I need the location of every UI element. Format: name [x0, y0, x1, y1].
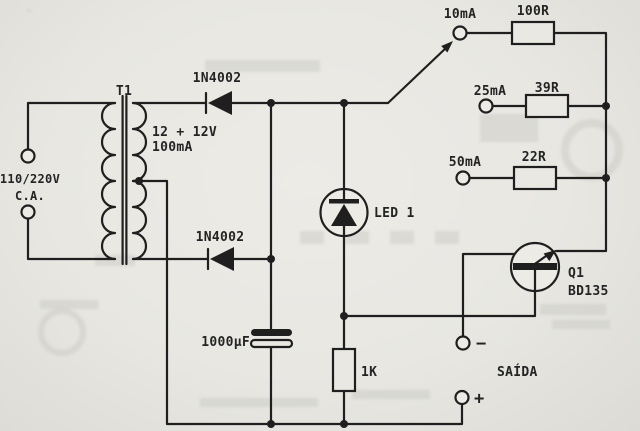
transformer-ref-label: T1 — [116, 84, 132, 99]
diode-bottom — [206, 247, 234, 271]
led-label: LED 1 — [374, 206, 415, 221]
transistor-q1: Q1 BD135 — [342, 241, 609, 338]
transistor-arrow-icon — [543, 250, 556, 262]
bias-resistor-body — [331, 347, 357, 393]
wire-emitter-row — [342, 268, 537, 318]
junction-dot — [602, 102, 610, 110]
junction-dot — [267, 99, 275, 107]
led-cathode-bar — [329, 199, 359, 204]
junction-dot — [267, 420, 275, 428]
output-minus-sign: − — [476, 334, 486, 354]
tap-10ma-terminal — [452, 25, 468, 41]
primary-coil — [100, 101, 117, 261]
led-branch: LED 1 1K — [319, 101, 415, 426]
transistor-collector-lead — [530, 254, 548, 268]
transistor-ref-label: Q1 — [568, 266, 584, 281]
tap-50ma: 50mA 22R — [449, 150, 608, 191]
switch-arrowhead-icon — [441, 41, 453, 53]
filter-capacitor-branch: 1000µF — [201, 101, 294, 426]
wire-right-rail — [552, 31, 608, 253]
range-switch — [386, 41, 453, 105]
tap-10ma-label: 10mA — [444, 7, 477, 22]
mains-terminal-bottom — [20, 204, 36, 220]
tap-25ma-terminal — [478, 98, 494, 114]
diode-top-triangle — [208, 91, 232, 115]
secondary-current-label: 100mA — [152, 140, 193, 155]
output-label: SAÍDA — [497, 364, 538, 380]
mains-type-label: C.A. — [15, 189, 45, 203]
capacitor-plate-top — [251, 329, 292, 336]
rectifier: 1N4002 1N4002 — [131, 71, 390, 271]
transistor-base-bar — [513, 263, 557, 270]
capacitor-label: 1000µF — [201, 335, 250, 350]
transistor-part-label: BD135 — [568, 284, 609, 299]
diode-top-label: 1N4002 — [193, 71, 242, 86]
resistor-39r-label: 39R — [535, 81, 559, 96]
led-triangle — [331, 204, 357, 226]
diode-bottom-label: 1N4002 — [196, 230, 245, 245]
switch-arm — [386, 45, 449, 105]
tap-50ma-terminal — [455, 170, 471, 186]
output-plus-sign: + — [474, 389, 484, 409]
capacitor-plate-bottom — [249, 338, 294, 349]
junction-dot — [602, 174, 610, 182]
mains-terminal-top — [20, 148, 36, 164]
wire-primary-leads — [26, 101, 117, 261]
tap-50ma-label: 50mA — [449, 155, 482, 170]
tap-25ma-label: 25mA — [474, 84, 507, 99]
junction-dot — [267, 255, 275, 263]
output-minus-terminal — [455, 335, 471, 351]
junction-dot — [340, 99, 348, 107]
transformer: T1 110/220V C.A. 12 + 12V 100mA — [0, 84, 217, 266]
resistor-100r-body — [510, 20, 556, 46]
junction-dot — [135, 177, 143, 185]
resistor-22r-label: 22R — [522, 150, 546, 165]
diode-bottom-triangle — [210, 247, 234, 271]
junction-dots — [135, 99, 610, 428]
mains-voltage-label: 110/220V — [0, 172, 60, 186]
capacitor — [249, 329, 294, 349]
secondary-voltage-label: 12 + 12V — [152, 125, 217, 140]
tap-25ma: 25mA 39R — [474, 81, 608, 119]
bias-resistor-label: 1K — [361, 365, 377, 380]
output-section: − + SAÍDA — [131, 179, 538, 426]
resistor-22r-body — [512, 165, 558, 191]
resistor-39r-body — [524, 93, 570, 119]
junction-dot — [340, 420, 348, 428]
output-plus-terminal — [454, 389, 470, 406]
junction-dot — [340, 312, 348, 320]
resistor-100r-label: 100R — [517, 4, 550, 19]
tap-10ma: 10mA 100R — [444, 4, 556, 46]
wire-center-tap-rail — [131, 179, 464, 426]
diode-top — [204, 91, 232, 115]
